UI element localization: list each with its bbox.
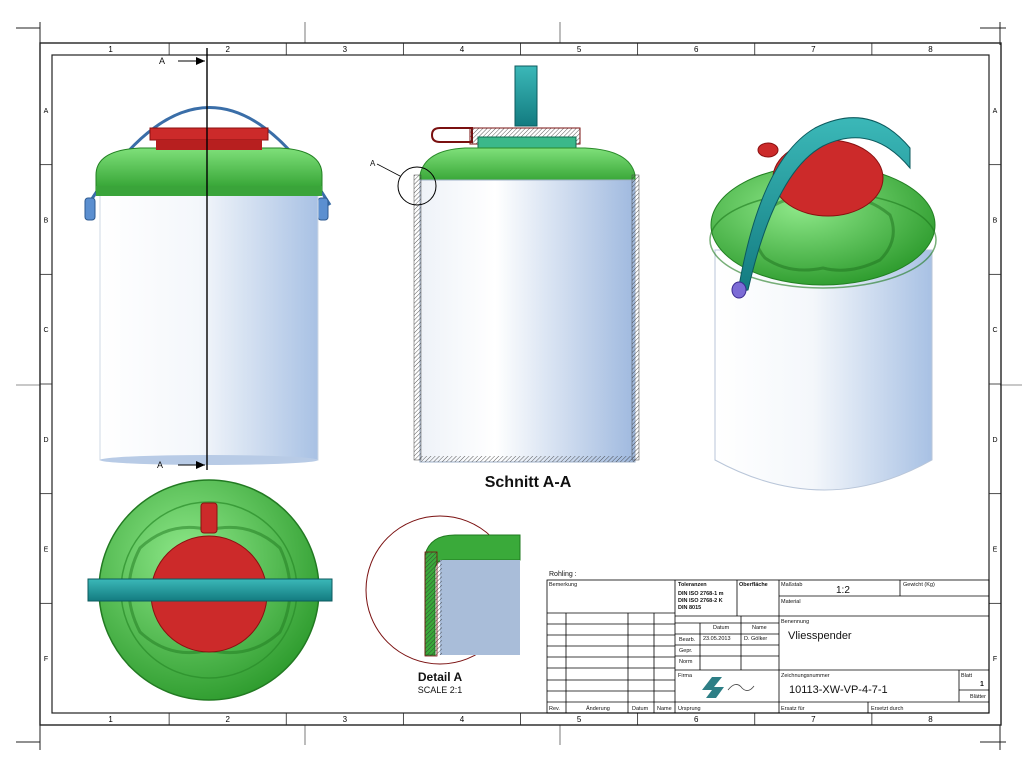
rev-label: Rev. <box>549 706 560 712</box>
section-view <box>376 65 640 463</box>
zone-label-col-4-bottom: 4 <box>460 715 465 724</box>
toleranz-1: DIN ISO 2768-1 m <box>678 591 724 597</box>
zone-label-col-5-top: 5 <box>577 45 582 54</box>
zone-label-col-7-top: 7 <box>811 45 816 54</box>
zone-label-col-4-top: 4 <box>460 45 465 54</box>
zone-label-col-1-top: 1 <box>108 45 113 54</box>
rohling-label: Rohling : <box>549 571 577 578</box>
zone-label-row-C-left: C <box>43 327 48 334</box>
toleranz-2: DIN ISO 2768-2 K <box>678 598 723 604</box>
top-view <box>87 479 333 701</box>
zone-label-row-E-left: E <box>44 547 49 554</box>
blatt-label: Blatt <box>961 673 972 679</box>
detail-marker: A <box>370 159 376 168</box>
zone-label-row-B-left: B <box>44 218 49 225</box>
section-marker-bottom: A <box>157 460 163 470</box>
toleranzen-label: Toleranzen <box>678 582 707 588</box>
zone-label-row-E-right: E <box>993 547 998 554</box>
zone-label-col-2-bottom: 2 <box>225 715 230 724</box>
detail-title: Detail A <box>418 670 463 684</box>
section-title: Schnitt A-A <box>485 474 572 491</box>
massstab-label: Maßstab <box>781 582 802 588</box>
ersetzt-durch-label: Ersetzt durch <box>871 706 903 712</box>
zeichnungsnummer-value: 10113-XW-VP-4-7-1 <box>789 684 888 696</box>
zone-label-col-5-bottom: 5 <box>577 715 582 724</box>
gewicht-label: Gewicht (Kg) <box>903 582 935 588</box>
zone-label-row-F-left: F <box>44 656 48 663</box>
ursprung-label: Ursprung <box>678 706 701 712</box>
zone-label-row-C-right: C <box>992 327 997 334</box>
zone-label-col-3-top: 3 <box>343 45 348 54</box>
oberflaeche-label: Oberfläche <box>739 582 768 588</box>
zone-label-row-D-left: D <box>43 437 48 444</box>
bearb-name: D. Gölker <box>744 636 767 642</box>
detail-view <box>365 515 521 665</box>
massstab-value: 1:2 <box>836 585 850 596</box>
zone-label-col-1-bottom: 1 <box>108 715 113 724</box>
bearb-label: Bearb. <box>679 637 696 643</box>
zone-label-col-7-bottom: 7 <box>811 715 816 724</box>
material-label: Material <box>781 599 801 605</box>
front-view <box>84 48 332 470</box>
benennung-label: Benennung <box>781 619 809 625</box>
blatt-value: 1 <box>980 681 984 688</box>
zone-label-col-8-bottom: 8 <box>928 715 933 724</box>
blaetter-label: Blätter <box>970 694 986 700</box>
zone-label-row-D-right: D <box>992 437 997 444</box>
bemerkung-label: Bemerkung <box>549 582 577 588</box>
zone-label-col-8-top: 8 <box>928 45 933 54</box>
firma-label: Firma <box>678 673 693 679</box>
title-block-text: Rohling : Bemerkung Toleranzen DIN ISO 2… <box>549 571 986 712</box>
ersatz-fuer-label: Ersatz für <box>781 706 805 712</box>
company-logo <box>702 677 755 698</box>
datum-label: Datum <box>713 625 730 631</box>
isometric-view <box>709 117 937 491</box>
zeichnungsnummer-label: Zeichnungsnummer <box>781 673 830 679</box>
datum2-label: Datum <box>632 706 649 712</box>
toleranz-3: DIN 8015 <box>678 605 701 611</box>
name-label: Name <box>752 625 767 631</box>
zone-label-row-A-left: A <box>44 108 49 115</box>
zone-label-row-A-right: A <box>993 108 998 115</box>
name2-label: Name <box>657 706 672 712</box>
norm-label: Norm <box>679 659 693 665</box>
zone-label-col-3-bottom: 3 <box>343 715 348 724</box>
zone-label-col-2-top: 2 <box>225 45 230 54</box>
zone-label-col-6-top: 6 <box>694 45 699 54</box>
zone-label-row-B-right: B <box>993 218 998 225</box>
benennung-value: Vliesspender <box>788 630 852 642</box>
title-block <box>546 579 990 714</box>
gepr-label: Gepr. <box>679 648 693 654</box>
zone-label-col-6-bottom: 6 <box>694 715 699 724</box>
zone-label-row-F-right: F <box>993 656 997 663</box>
aenderung-label: Änderung <box>586 705 610 712</box>
bearb-datum: 23.05.2013 <box>703 636 731 642</box>
detail-scale: SCALE 2:1 <box>418 685 463 695</box>
section-marker-top: A <box>159 56 165 66</box>
